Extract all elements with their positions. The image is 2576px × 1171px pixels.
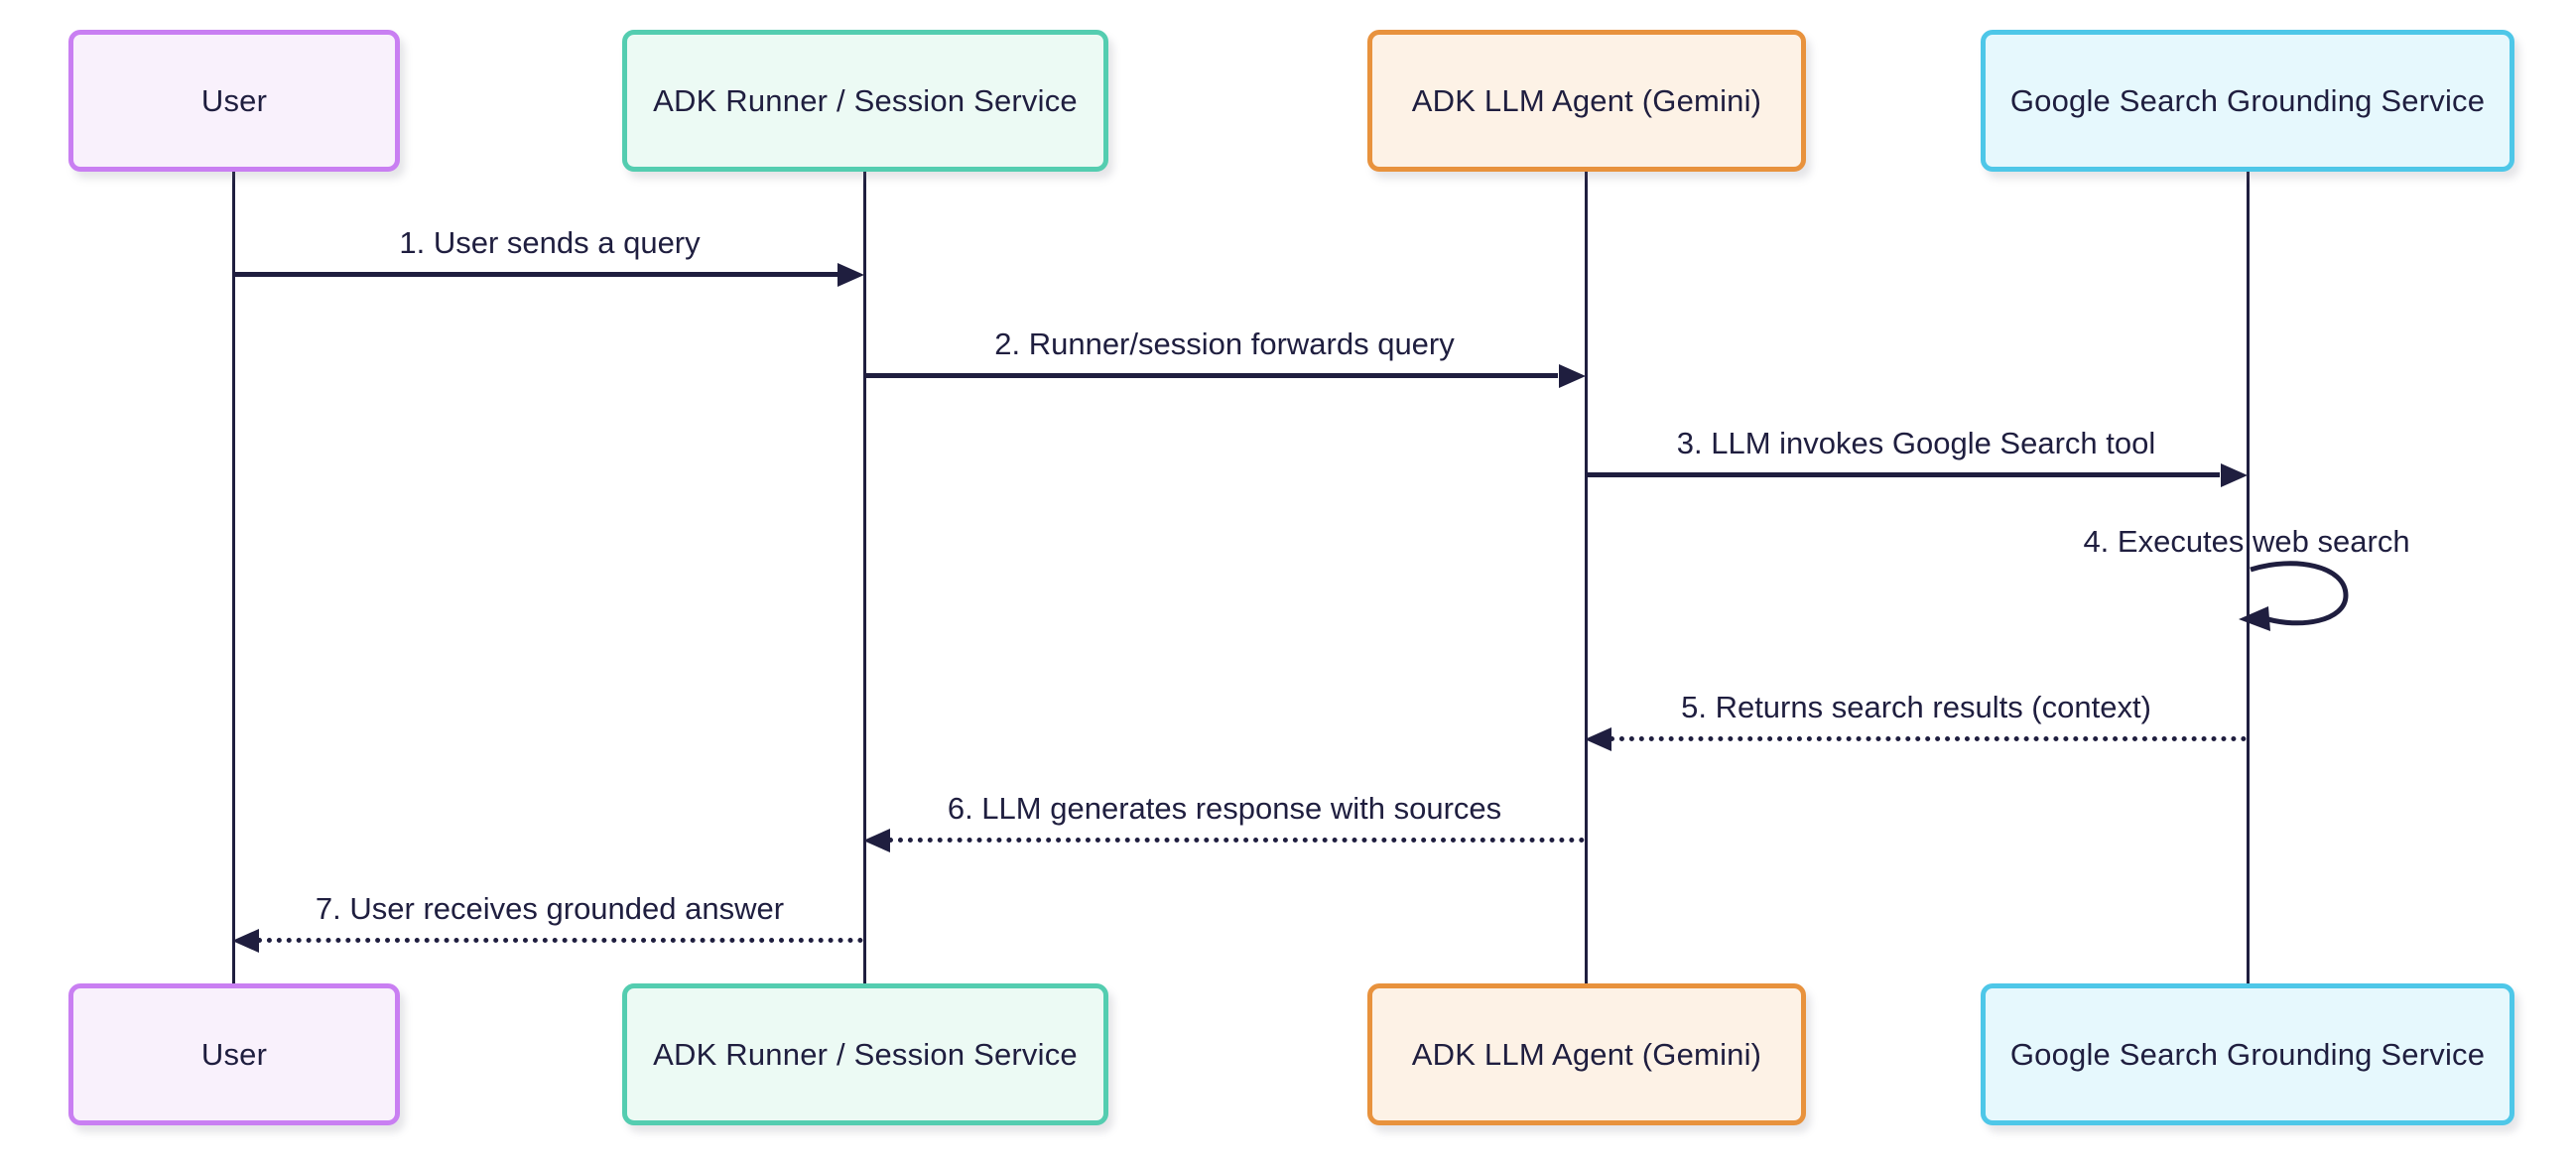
message-7-label: 7. User receives grounded answer [315,891,785,926]
message-1-label: 1. User sends a query [399,225,701,260]
message-2-label: 2. Runner/session forwards query [994,326,1455,361]
message-1-line [232,272,839,277]
message-5-arrowhead-icon [1585,727,1611,751]
message-2-line [863,373,1558,378]
message-6-line [888,838,1585,843]
message-4-label: 4. Executes web search [2083,524,2410,559]
message-4-self-loop-icon [2239,561,2349,631]
lifeline-llm [1585,172,1588,983]
participant-runner-top: ADK Runner / Session Service [622,30,1108,172]
message-7-arrowhead-icon [232,929,259,953]
participant-llm-top: ADK LLM Agent (Gemini) [1367,30,1806,172]
message-3-arrowhead-icon [2221,463,2248,487]
participant-runner-bottom-label: ADK Runner / Session Service [653,1036,1078,1072]
lifeline-user [232,172,235,983]
message-7-line [257,938,863,943]
participant-user-top: User [68,30,400,172]
participant-llm-bottom-label: ADK LLM Agent (Gemini) [1411,1036,1762,1072]
participant-llm-top-label: ADK LLM Agent (Gemini) [1411,82,1762,118]
message-3-line [1585,472,2220,477]
participant-user-bottom-label: User [200,1036,268,1072]
message-6-label: 6. LLM generates response with sources [947,791,1502,826]
message-2-arrowhead-icon [1559,364,1586,388]
message-5-label: 5. Returns search results (context) [1681,690,2151,724]
participant-google-top: Google Search Grounding Service [1981,30,2514,172]
message-6-arrowhead-icon [863,829,890,852]
lifeline-runner [863,172,866,983]
participant-user-top-label: User [200,82,268,118]
participant-user-bottom: User [68,983,400,1125]
message-5-line [1610,736,2247,741]
participant-google-bottom: Google Search Grounding Service [1981,983,2514,1125]
participant-runner-bottom: ADK Runner / Session Service [622,983,1108,1125]
participant-google-top-label: Google Search Grounding Service [2009,82,2486,118]
message-1-arrowhead-icon [837,263,864,287]
participant-google-bottom-label: Google Search Grounding Service [2009,1036,2486,1072]
participant-llm-bottom: ADK LLM Agent (Gemini) [1367,983,1806,1125]
message-3-label: 3. LLM invokes Google Search tool [1676,426,2156,460]
participant-runner-top-label: ADK Runner / Session Service [653,82,1078,118]
lifeline-google [2247,172,2250,983]
